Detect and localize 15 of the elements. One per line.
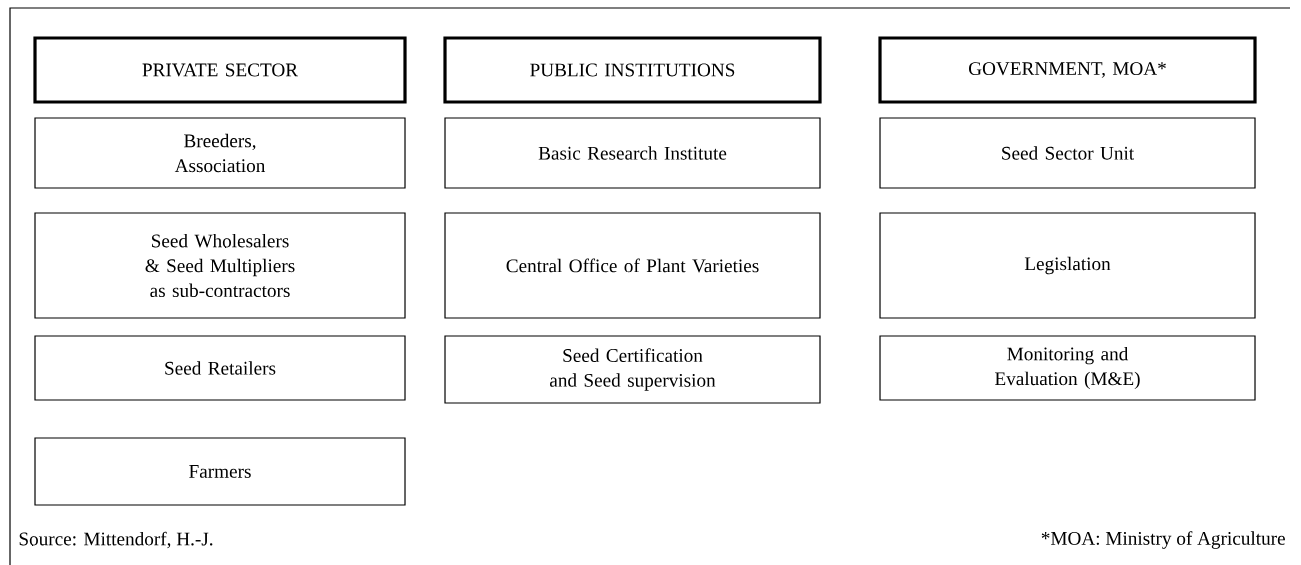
text-box: Legislation bbox=[879, 212, 1256, 319]
note: Source: Mittendorf, H.-J. bbox=[19, 531, 213, 549]
text-box: Seed Certification and Seed supervision bbox=[444, 335, 821, 404]
text-box: Seed Wholesalers & Seed Multipliers as sub-contractors bbox=[34, 212, 406, 319]
header-box: GOVERNMENT, MOA* bbox=[878, 36, 1257, 104]
note: *MOA: Ministry of Agriculture bbox=[1041, 531, 1285, 549]
text-box: Monitoring and Evaluation (M&E) bbox=[879, 335, 1256, 401]
text-box: Farmers bbox=[34, 437, 406, 506]
text-box: Basic Research Institute bbox=[444, 117, 821, 189]
text-box: Seed Retailers bbox=[34, 335, 406, 401]
text-box: Seed Sector Unit bbox=[879, 117, 1256, 189]
text-box: Breeders, Association bbox=[34, 117, 406, 189]
header-box: PRIVATE SECTOR bbox=[33, 36, 407, 104]
text-box: Central Office of Plant Varieties bbox=[444, 212, 821, 319]
header-box: PUBLIC INSTITUTIONS bbox=[443, 36, 822, 104]
